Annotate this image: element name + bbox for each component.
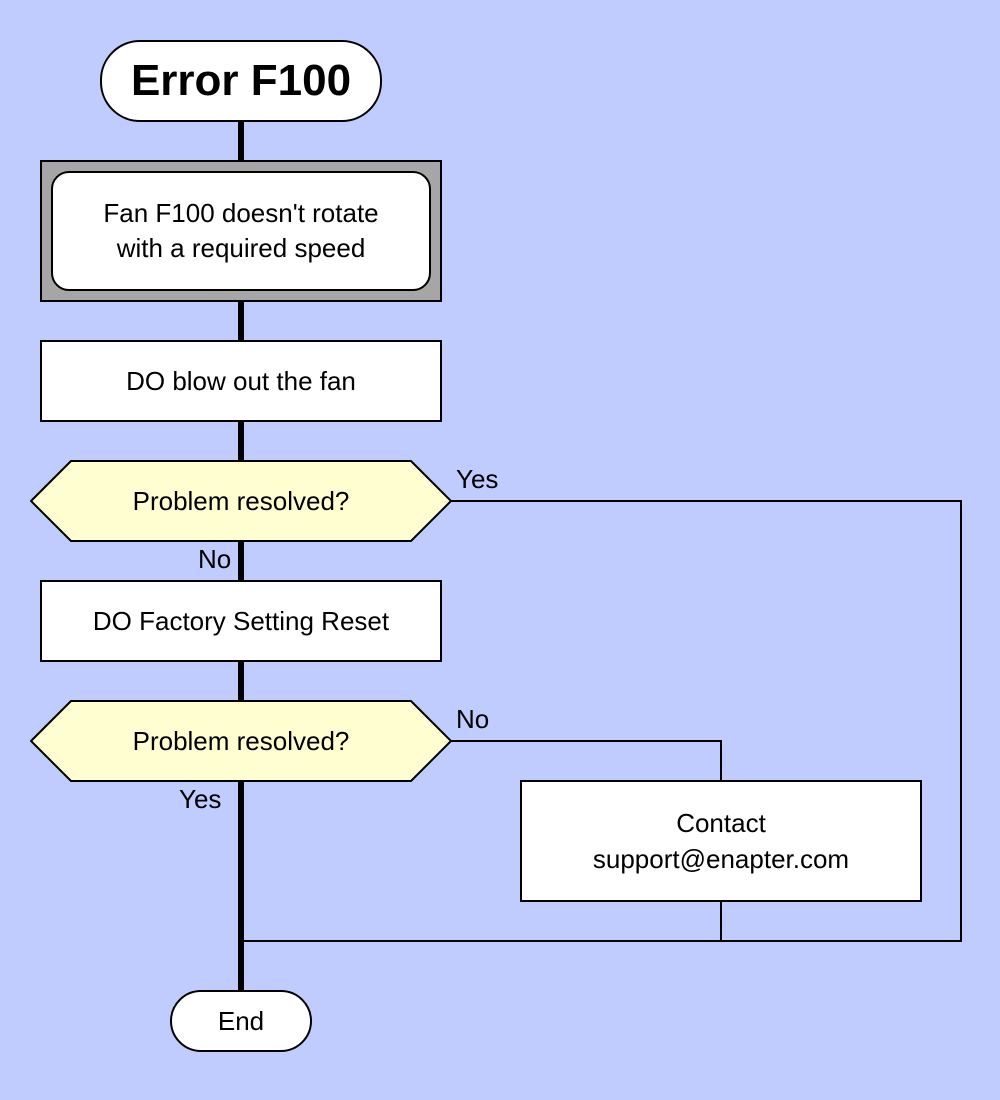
problem-text-line-1: Fan F100 doesn't rotate: [103, 198, 379, 228]
contact-text-line-1: Contact: [676, 808, 766, 838]
decision-1-yes-label: Yes: [456, 464, 499, 494]
step-factory-reset: DO Factory Setting Reset: [40, 580, 442, 662]
decision-1-question: Problem resolved?: [132, 485, 350, 516]
end-terminal-label: End: [217, 1005, 265, 1036]
decision-1-no-label: No: [198, 544, 232, 574]
contact-text-line-2: support@enapter.com: [592, 844, 850, 874]
decision-2-yes-label: Yes: [179, 784, 222, 814]
decision-2-shape: [30, 700, 452, 782]
end-terminal: End: [170, 990, 312, 1052]
decision-2-no-label: No: [456, 704, 490, 734]
problem-box: Fan F100 doesn't rotate with a required …: [40, 160, 442, 302]
step-contact-support: Contact support@enapter.com: [520, 780, 922, 902]
connector-decision1-yes-branch: [241, 500, 962, 942]
decision-2: Problem resolved?: [30, 700, 452, 782]
start-terminal: Error F100: [100, 40, 382, 122]
problem-box-inner: Fan F100 doesn't rotate with a required …: [51, 171, 431, 291]
step-blow-out-fan: DO blow out the fan: [40, 340, 442, 422]
decision-1: Problem resolved?: [30, 460, 452, 542]
decision-2-question: Problem resolved?: [132, 725, 350, 756]
step-blow-out-fan-label: DO blow out the fan: [126, 365, 356, 396]
decision-1-shape: [30, 460, 452, 542]
start-terminal-label: Error F100: [130, 56, 352, 105]
problem-text-line-2: with a required speed: [116, 233, 366, 263]
connector-decision2-no-branch: [451, 740, 722, 781]
step-factory-reset-label: DO Factory Setting Reset: [92, 605, 390, 636]
